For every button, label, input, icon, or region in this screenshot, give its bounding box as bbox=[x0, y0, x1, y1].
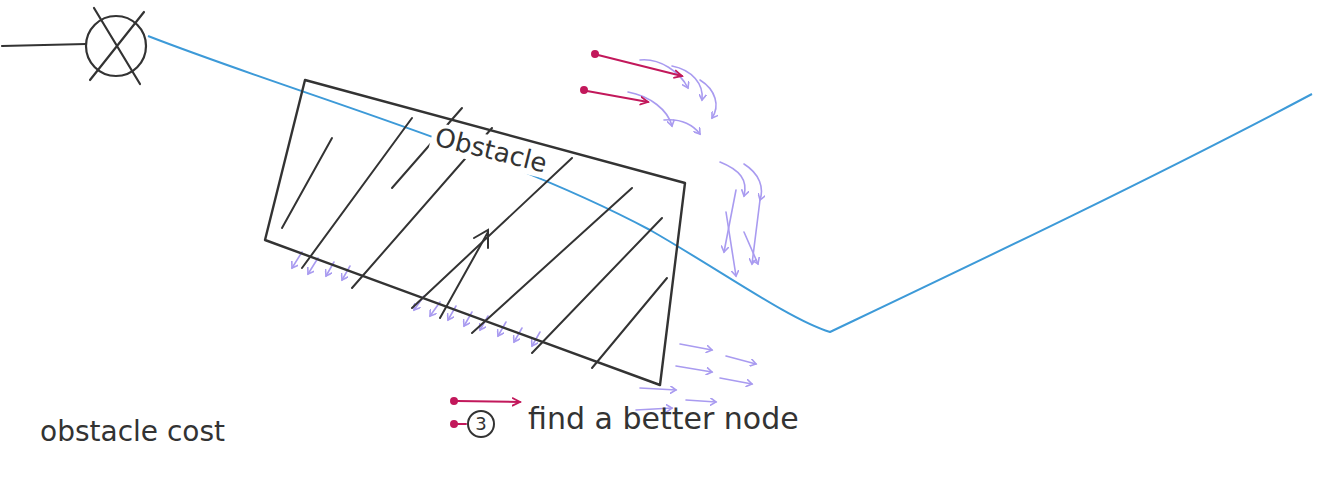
arrow-dot bbox=[592, 51, 598, 57]
cross-mark bbox=[90, 8, 144, 84]
push-arrowhead bbox=[474, 230, 488, 248]
obstacle-border bbox=[265, 80, 685, 385]
hatch-line bbox=[412, 158, 572, 308]
direction-line bbox=[457, 423, 466, 425]
direction-arrow bbox=[457, 401, 520, 402]
path-line bbox=[148, 36, 1312, 332]
hatch-line bbox=[302, 118, 412, 268]
input-line bbox=[2, 44, 86, 46]
arrow-dot bbox=[581, 87, 587, 93]
hatch-line bbox=[592, 278, 667, 368]
handwritten-note: find a better node bbox=[528, 402, 799, 437]
obstacle-region: Obstacle bbox=[262, 78, 690, 390]
hatch-line bbox=[532, 218, 662, 353]
handwritten-note: obstacle cost bbox=[40, 416, 225, 448]
obstacle-outline bbox=[262, 78, 690, 390]
hatch-line bbox=[472, 188, 632, 333]
callout-number: 3 bbox=[475, 414, 486, 434]
push-arrow bbox=[440, 232, 488, 318]
hatch-line bbox=[282, 138, 332, 228]
direction-arrow bbox=[587, 91, 648, 102]
callout-circle: 3 bbox=[467, 410, 495, 438]
force-arrows bbox=[292, 60, 761, 410]
start-symbol bbox=[2, 8, 146, 84]
direction-arrow bbox=[598, 55, 682, 76]
